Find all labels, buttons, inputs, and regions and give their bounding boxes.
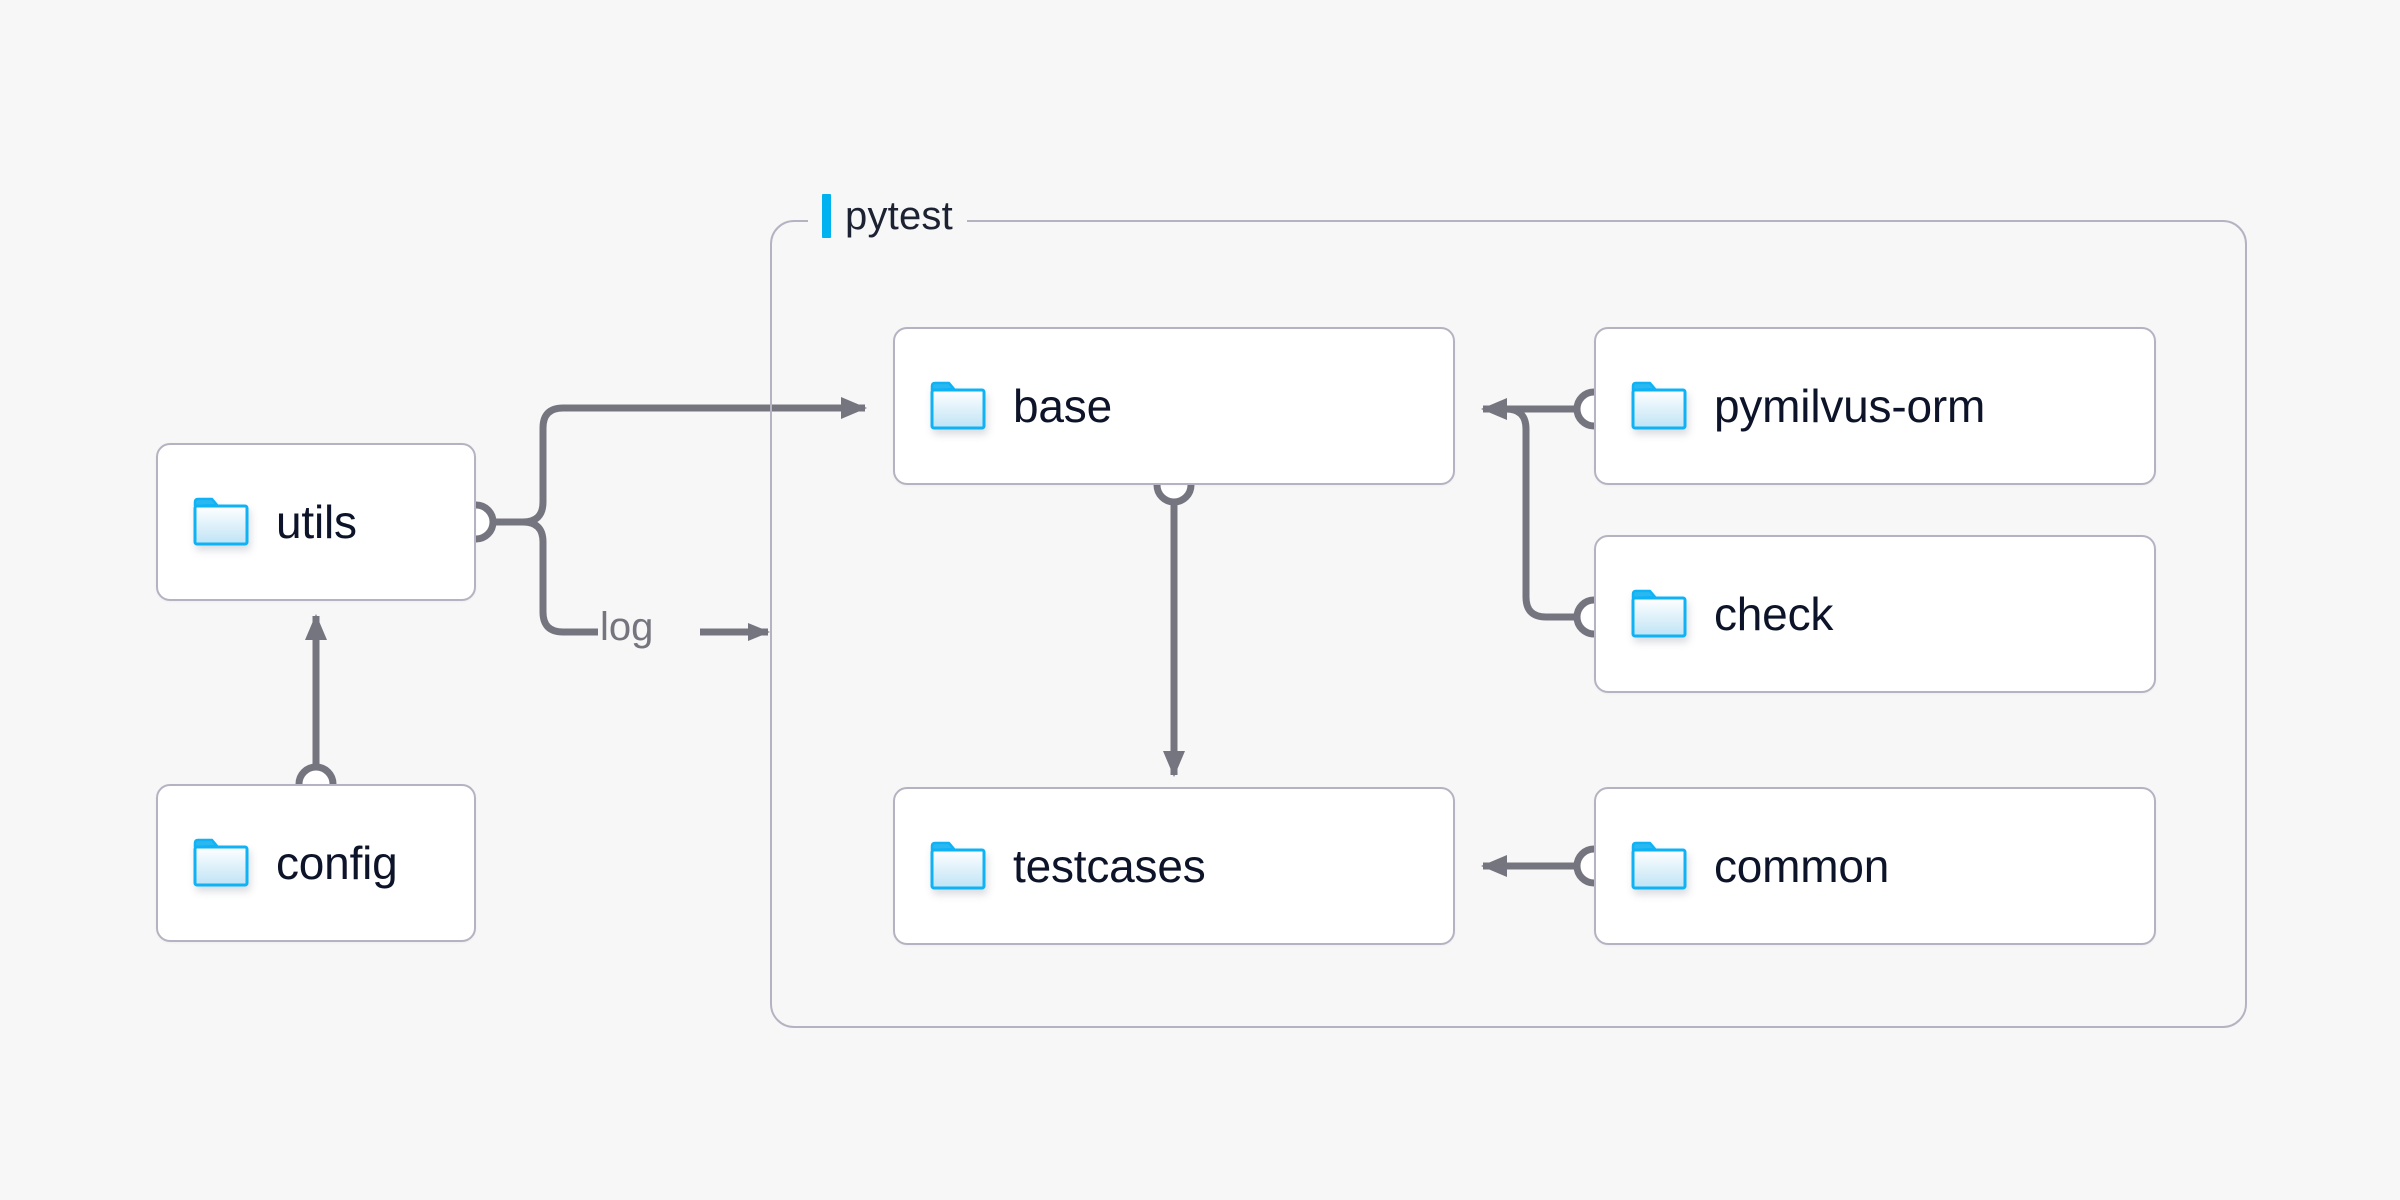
- node-testcases[interactable]: testcases: [893, 787, 1455, 945]
- accent-bar-icon: [822, 194, 831, 238]
- folder-icon: [192, 497, 250, 547]
- node-label-check: check: [1714, 588, 1834, 640]
- node-base[interactable]: base: [893, 327, 1455, 485]
- node-pymilvus-orm[interactable]: pymilvus-orm: [1594, 327, 2156, 485]
- node-label-testcases: testcases: [1013, 840, 1206, 892]
- folder-icon: [1630, 589, 1688, 639]
- node-check[interactable]: check: [1594, 535, 2156, 693]
- folder-icon: [1630, 841, 1688, 891]
- node-common[interactable]: common: [1594, 787, 2156, 945]
- node-utils[interactable]: utils: [156, 443, 476, 601]
- pytest-group-label: pytest: [808, 190, 967, 242]
- pytest-group-label-text: pytest: [845, 194, 953, 238]
- edge-config-to-utils: [295, 614, 337, 805]
- node-config[interactable]: config: [156, 784, 476, 942]
- folder-icon: [929, 381, 987, 431]
- node-label-base: base: [1013, 380, 1112, 432]
- edge-label-log: log: [600, 605, 654, 649]
- folder-icon: [1630, 381, 1688, 431]
- node-label-pymilvus-orm: pymilvus-orm: [1714, 380, 1986, 432]
- node-label-config: config: [276, 837, 398, 889]
- node-label-common: common: [1714, 840, 1890, 892]
- folder-icon: [929, 841, 987, 891]
- folder-icon: [192, 838, 250, 888]
- node-label-utils: utils: [276, 496, 357, 548]
- pytest-group-box: [770, 220, 2247, 1028]
